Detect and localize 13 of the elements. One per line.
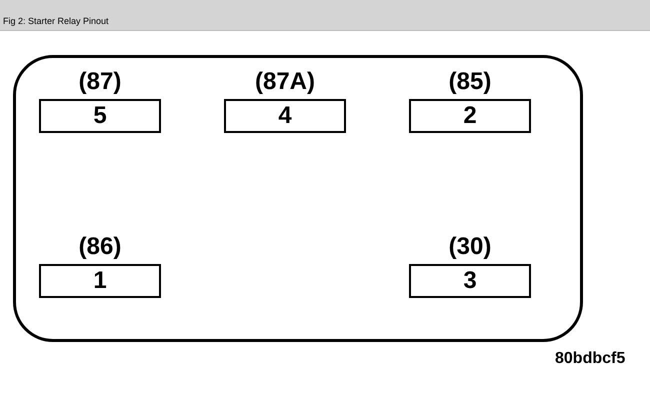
terminal-label: (85): [448, 68, 492, 96]
pin-number: 5: [39, 99, 161, 133]
pin-number: 4: [224, 99, 346, 133]
terminal-label: (87A): [254, 68, 315, 96]
figure-title: Fig 2: Starter Relay Pinout: [3, 16, 109, 26]
pin-number: 1: [39, 264, 161, 298]
terminal-label: (86): [78, 233, 122, 261]
terminal-label: (30): [448, 233, 492, 261]
relay-outline: [13, 55, 583, 342]
pin-number: 2: [409, 99, 531, 133]
figure-code: 80bdbcf5: [555, 350, 626, 368]
pin-number: 3: [409, 264, 531, 298]
terminal-label: (87): [78, 68, 122, 96]
